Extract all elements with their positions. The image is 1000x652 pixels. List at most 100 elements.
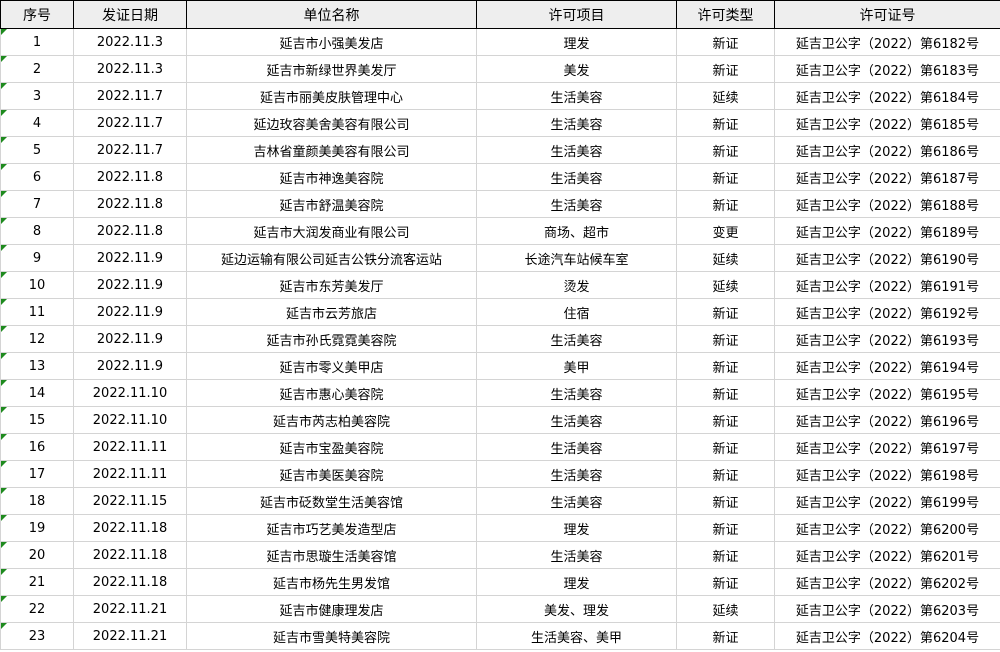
cell-unit-name[interactable]: 延吉市美医美容院 <box>186 460 477 488</box>
cell-permit-type[interactable]: 延续 <box>676 271 775 299</box>
cell-issue-date[interactable]: 2022.11.7 <box>73 136 187 164</box>
cell-permit-number[interactable]: 延吉卫公字（2022）第6190号 <box>774 244 1000 272</box>
cell-unit-name[interactable]: 延吉市砭数堂生活美容馆 <box>186 487 477 515</box>
cell-index[interactable]: 2 <box>0 55 74 83</box>
cell-issue-date[interactable]: 2022.11.15 <box>73 487 187 515</box>
cell-unit-name[interactable]: 延吉市宝盈美容院 <box>186 433 477 461</box>
cell-permit-item[interactable]: 理发 <box>476 28 677 56</box>
cell-issue-date[interactable]: 2022.11.3 <box>73 55 187 83</box>
cell-permit-number[interactable]: 延吉卫公字（2022）第6194号 <box>774 352 1000 380</box>
cell-permit-number[interactable]: 延吉卫公字（2022）第6201号 <box>774 541 1000 569</box>
cell-permit-item[interactable]: 生活美容 <box>476 460 677 488</box>
cell-permit-type[interactable]: 新证 <box>676 541 775 569</box>
cell-permit-item[interactable]: 生活美容、美甲 <box>476 622 677 650</box>
cell-permit-item[interactable]: 商场、超市 <box>476 217 677 245</box>
cell-permit-item[interactable]: 烫发 <box>476 271 677 299</box>
cell-issue-date[interactable]: 2022.11.3 <box>73 28 187 56</box>
header-permit-number[interactable]: 许可证号 <box>774 0 1000 29</box>
cell-issue-date[interactable]: 2022.11.9 <box>73 271 187 299</box>
cell-unit-name[interactable]: 延吉市神逸美容院 <box>186 163 477 191</box>
header-permit-type[interactable]: 许可类型 <box>676 0 775 29</box>
cell-unit-name[interactable]: 吉林省童颜美美容有限公司 <box>186 136 477 164</box>
cell-permit-item[interactable]: 理发 <box>476 514 677 542</box>
cell-unit-name[interactable]: 延吉市丽美皮肤管理中心 <box>186 82 477 110</box>
cell-issue-date[interactable]: 2022.11.21 <box>73 622 187 650</box>
cell-unit-name[interactable]: 延吉市健康理发店 <box>186 595 477 623</box>
cell-index[interactable]: 1 <box>0 28 74 56</box>
cell-index[interactable]: 15 <box>0 406 74 434</box>
cell-index[interactable]: 13 <box>0 352 74 380</box>
cell-permit-number[interactable]: 延吉卫公字（2022）第6184号 <box>774 82 1000 110</box>
cell-index[interactable]: 3 <box>0 82 74 110</box>
cell-permit-item[interactable]: 美甲 <box>476 352 677 380</box>
cell-permit-item[interactable]: 理发 <box>476 568 677 596</box>
cell-permit-number[interactable]: 延吉卫公字（2022）第6202号 <box>774 568 1000 596</box>
cell-permit-number[interactable]: 延吉卫公字（2022）第6199号 <box>774 487 1000 515</box>
cell-issue-date[interactable]: 2022.11.8 <box>73 163 187 191</box>
cell-issue-date[interactable]: 2022.11.7 <box>73 82 187 110</box>
cell-permit-type[interactable]: 新证 <box>676 55 775 83</box>
cell-unit-name[interactable]: 延吉市雪美特美容院 <box>186 622 477 650</box>
cell-permit-number[interactable]: 延吉卫公字（2022）第6197号 <box>774 433 1000 461</box>
cell-permit-item[interactable]: 生活美容 <box>476 190 677 218</box>
cell-issue-date[interactable]: 2022.11.9 <box>73 244 187 272</box>
cell-permit-number[interactable]: 延吉卫公字（2022）第6191号 <box>774 271 1000 299</box>
cell-permit-type[interactable]: 新证 <box>676 433 775 461</box>
cell-issue-date[interactable]: 2022.11.9 <box>73 352 187 380</box>
cell-permit-item[interactable]: 生活美容 <box>476 433 677 461</box>
cell-issue-date[interactable]: 2022.11.8 <box>73 190 187 218</box>
cell-permit-number[interactable]: 延吉卫公字（2022）第6198号 <box>774 460 1000 488</box>
cell-permit-item[interactable]: 生活美容 <box>476 109 677 137</box>
cell-index[interactable]: 11 <box>0 298 74 326</box>
cell-permit-number[interactable]: 延吉卫公字（2022）第6188号 <box>774 190 1000 218</box>
cell-permit-type[interactable]: 新证 <box>676 406 775 434</box>
cell-permit-item[interactable]: 生活美容 <box>476 541 677 569</box>
cell-unit-name[interactable]: 延吉市芮志柏美容院 <box>186 406 477 434</box>
cell-permit-number[interactable]: 延吉卫公字（2022）第6182号 <box>774 28 1000 56</box>
cell-permit-number[interactable]: 延吉卫公字（2022）第6185号 <box>774 109 1000 137</box>
cell-issue-date[interactable]: 2022.11.18 <box>73 541 187 569</box>
header-issue-date[interactable]: 发证日期 <box>73 0 187 29</box>
cell-permit-type[interactable]: 延续 <box>676 595 775 623</box>
cell-permit-number[interactable]: 延吉卫公字（2022）第6192号 <box>774 298 1000 326</box>
cell-permit-type[interactable]: 新证 <box>676 163 775 191</box>
header-permit-item[interactable]: 许可项目 <box>476 0 677 29</box>
cell-unit-name[interactable]: 延吉市大润发商业有限公司 <box>186 217 477 245</box>
cell-permit-number[interactable]: 延吉卫公字（2022）第6203号 <box>774 595 1000 623</box>
cell-permit-type[interactable]: 新证 <box>676 487 775 515</box>
cell-index[interactable]: 22 <box>0 595 74 623</box>
cell-permit-number[interactable]: 延吉卫公字（2022）第6186号 <box>774 136 1000 164</box>
cell-issue-date[interactable]: 2022.11.9 <box>73 325 187 353</box>
cell-issue-date[interactable]: 2022.11.10 <box>73 406 187 434</box>
cell-index[interactable]: 12 <box>0 325 74 353</box>
cell-unit-name[interactable]: 延吉市杨先生男发馆 <box>186 568 477 596</box>
cell-unit-name[interactable]: 延吉市东芳美发厅 <box>186 271 477 299</box>
cell-index[interactable]: 10 <box>0 271 74 299</box>
cell-permit-type[interactable]: 新证 <box>676 325 775 353</box>
cell-index[interactable]: 4 <box>0 109 74 137</box>
cell-permit-number[interactable]: 延吉卫公字（2022）第6189号 <box>774 217 1000 245</box>
cell-permit-type[interactable]: 新证 <box>676 352 775 380</box>
cell-permit-item[interactable]: 长途汽车站候车室 <box>476 244 677 272</box>
header-unit-name[interactable]: 单位名称 <box>186 0 477 29</box>
cell-permit-item[interactable]: 美发、理发 <box>476 595 677 623</box>
cell-permit-item[interactable]: 生活美容 <box>476 406 677 434</box>
cell-permit-type[interactable]: 新证 <box>676 190 775 218</box>
cell-unit-name[interactable]: 延吉市惠心美容院 <box>186 379 477 407</box>
cell-permit-item[interactable]: 生活美容 <box>476 379 677 407</box>
cell-unit-name[interactable]: 延吉市孙氏霓霓美容院 <box>186 325 477 353</box>
cell-unit-name[interactable]: 延吉市思璇生活美容馆 <box>186 541 477 569</box>
cell-permit-item[interactable]: 生活美容 <box>476 82 677 110</box>
cell-index[interactable]: 16 <box>0 433 74 461</box>
cell-index[interactable]: 9 <box>0 244 74 272</box>
cell-permit-number[interactable]: 延吉卫公字（2022）第6204号 <box>774 622 1000 650</box>
cell-index[interactable]: 18 <box>0 487 74 515</box>
cell-unit-name[interactable]: 延吉市小强美发店 <box>186 28 477 56</box>
cell-index[interactable]: 14 <box>0 379 74 407</box>
cell-issue-date[interactable]: 2022.11.9 <box>73 298 187 326</box>
cell-permit-type[interactable]: 变更 <box>676 217 775 245</box>
cell-permit-type[interactable]: 延续 <box>676 82 775 110</box>
cell-permit-number[interactable]: 延吉卫公字（2022）第6187号 <box>774 163 1000 191</box>
cell-unit-name[interactable]: 延吉市新绿世界美发厅 <box>186 55 477 83</box>
cell-issue-date[interactable]: 2022.11.11 <box>73 460 187 488</box>
